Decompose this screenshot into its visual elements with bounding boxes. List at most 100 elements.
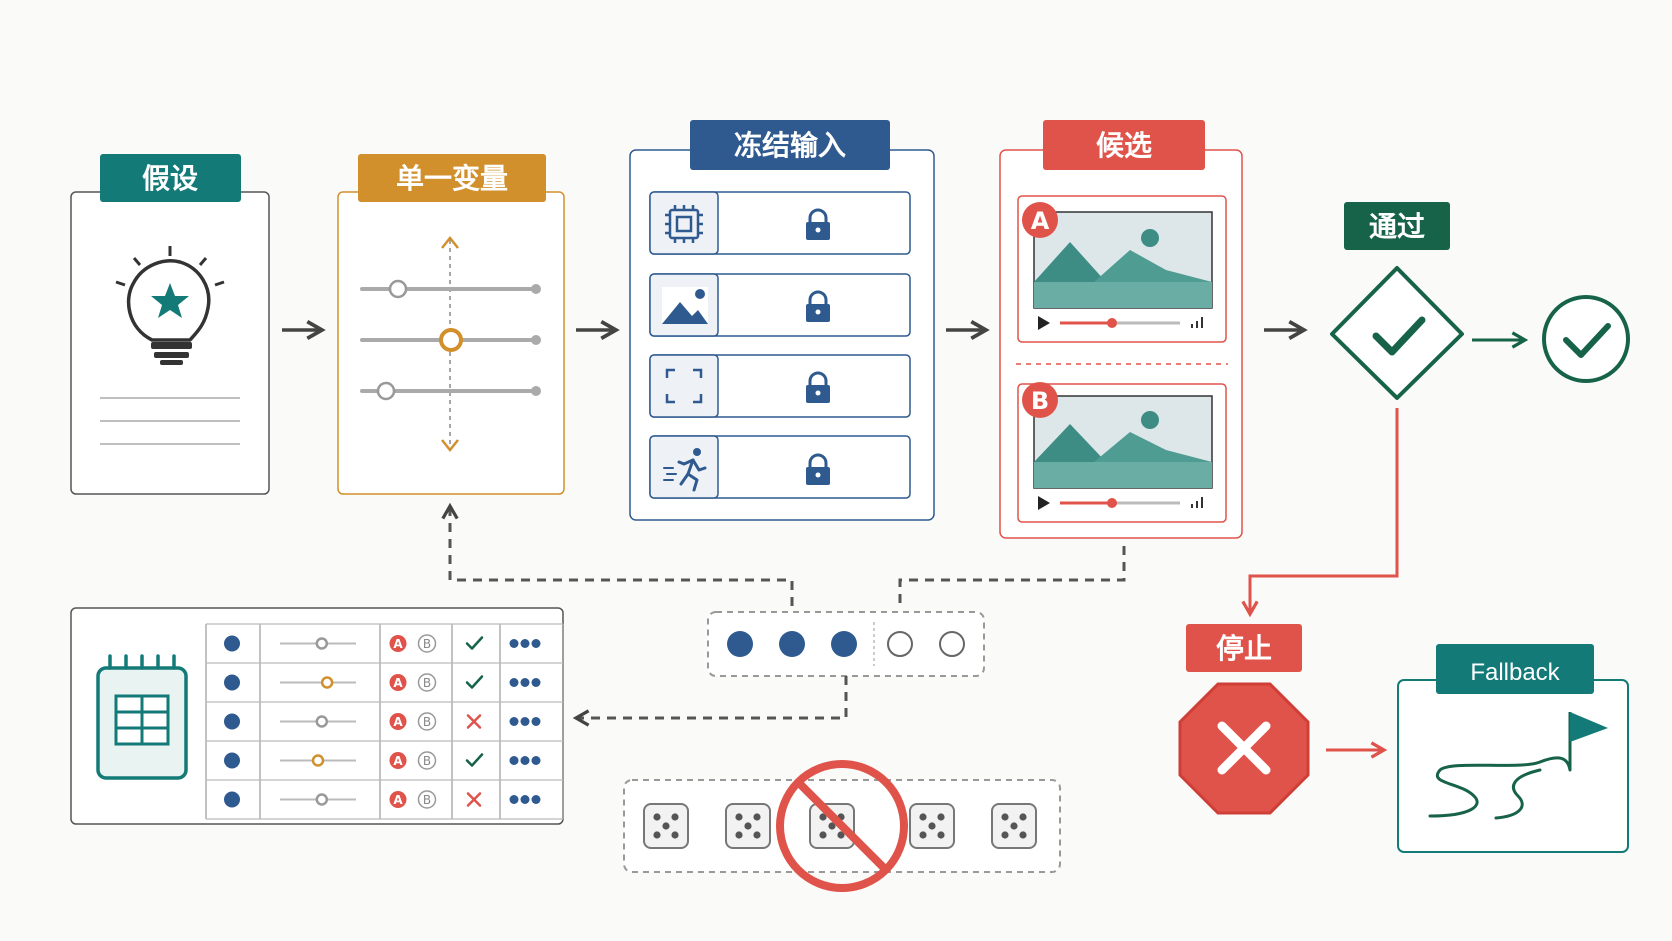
check-icon <box>1372 316 1426 356</box>
up-arrow-icon <box>441 235 459 249</box>
lock-icon <box>806 453 830 485</box>
more-dot <box>520 639 530 648</box>
frozen-inputs-label: 冻结输入 <box>734 129 846 162</box>
lock-icon <box>806 371 830 403</box>
hypothesis-card: 假设 <box>70 154 270 495</box>
slider-1[interactable] <box>360 279 541 299</box>
x-icon <box>466 792 482 807</box>
variant-a-marker <box>389 752 407 769</box>
x-icon <box>466 714 482 729</box>
more-dot <box>531 639 541 648</box>
fail-branch-arrow <box>1241 408 1399 618</box>
variant-a-letter: A <box>393 676 403 690</box>
dice-icon <box>725 803 771 849</box>
x-icon <box>1217 721 1271 775</box>
chip-icon <box>665 205 703 243</box>
crop-frame-icon <box>665 368 703 404</box>
more-dot <box>509 639 519 648</box>
more-dot <box>509 717 519 726</box>
dice-pip <box>1001 831 1009 839</box>
check-icon <box>465 753 484 767</box>
candidates-card: 候选 A <box>999 120 1243 539</box>
decision-diamond <box>1330 266 1464 400</box>
volume-icon[interactable] <box>1191 497 1203 508</box>
progress-dot-empty <box>939 631 965 657</box>
volume-icon[interactable] <box>1191 317 1203 328</box>
more-dot <box>531 756 541 765</box>
dice-pip <box>819 813 827 821</box>
play-icon[interactable] <box>1038 316 1050 330</box>
more-dot <box>520 717 530 726</box>
dice-pip <box>828 822 836 830</box>
dice-pip <box>1010 822 1018 830</box>
random-dice-crossed <box>623 760 1061 892</box>
more-dot <box>520 678 530 687</box>
flag-icon <box>1570 712 1608 742</box>
mini-slider-knob <box>315 793 329 806</box>
dice-pip <box>1019 813 1027 821</box>
status-dot <box>224 791 240 808</box>
dice-pip <box>671 831 679 839</box>
variant-b-letter: B <box>423 676 431 690</box>
dice-pip <box>937 813 945 821</box>
variant-a-letter: A <box>393 637 403 651</box>
variant-b-marker <box>417 634 437 653</box>
progress-dot-empty <box>887 631 913 657</box>
dice-icon <box>909 803 955 849</box>
dice-pip <box>819 831 827 839</box>
more-dot <box>509 756 519 765</box>
prohibited-icon <box>776 760 908 892</box>
candidate-a[interactable]: A <box>1017 195 1227 343</box>
variant-a-letter: A <box>393 715 403 729</box>
more-dot <box>531 678 541 687</box>
mini-slider-knob <box>315 637 329 650</box>
slider-2-active[interactable] <box>360 328 541 352</box>
single-variable-card: 单一变量 <box>337 154 565 495</box>
candidate-b[interactable]: B <box>1017 382 1227 523</box>
mini-slider-knob <box>311 754 325 767</box>
frozen-input-row <box>649 191 911 255</box>
progress-dot-filled <box>779 631 805 657</box>
calendar-grid-icon <box>96 654 188 780</box>
log-dashed-arrow <box>572 676 848 727</box>
more-dot <box>531 795 541 804</box>
variant-b-letter: B <box>423 715 431 729</box>
variant-b-badge: B <box>1031 387 1049 415</box>
dice-pip <box>837 831 845 839</box>
progress-dot-filled <box>727 631 753 657</box>
dice-icon <box>991 803 1037 849</box>
variant-b-letter: B <box>423 637 431 651</box>
lock-icon <box>806 290 830 322</box>
status-dot <box>224 674 240 691</box>
variant-a-letter: A <box>393 754 403 768</box>
pass-label: 通过 <box>1369 210 1425 243</box>
stop-label: 停止 <box>1216 632 1272 665</box>
frozen-input-row <box>649 354 911 418</box>
mini-slider-knob <box>315 715 329 728</box>
candidates-label: 候选 <box>1096 129 1152 162</box>
running-person-icon <box>663 448 707 492</box>
dice-pip <box>653 813 661 821</box>
more-dot <box>509 795 519 804</box>
down-arrow-icon <box>441 439 459 453</box>
feedback-dashed-arrow <box>441 502 794 606</box>
variant-b-marker <box>417 673 437 692</box>
status-dot <box>224 752 240 769</box>
progress-dots-box <box>707 611 985 677</box>
play-icon[interactable] <box>1038 496 1050 510</box>
pass-decision: 通过 <box>1330 202 1464 400</box>
slider-3[interactable] <box>360 381 541 401</box>
feedback-dashed-line <box>898 546 1126 606</box>
check-icon <box>465 675 484 689</box>
progress-dot-filled <box>831 631 857 657</box>
image-icon <box>662 287 708 324</box>
status-dot <box>224 713 240 730</box>
dice-pip <box>919 813 927 821</box>
lightbulb-star-icon <box>115 246 225 365</box>
dice-pip <box>928 822 936 830</box>
